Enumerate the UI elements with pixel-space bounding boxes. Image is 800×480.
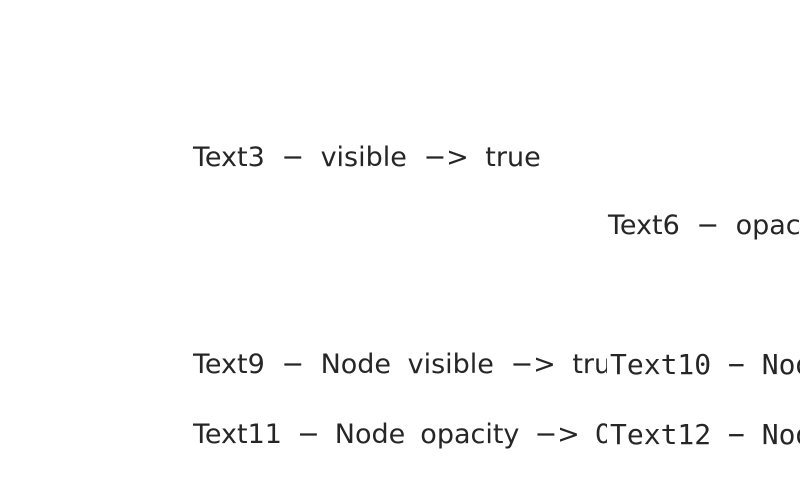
label-text11-clip-region: Text11 − Node opacity −> 0 <box>193 419 607 461</box>
label-text9: Text9 − Node visible −> tru <box>193 349 607 380</box>
label-text10: Text10 − Nod <box>607 348 800 382</box>
label-text3: Text3 − visible −> true <box>193 142 541 173</box>
label-text9-clip-region: Text9 − Node visible −> tru <box>193 349 607 391</box>
label-text6: Text6 − opac <box>608 210 800 241</box>
label-text11: Text11 − Node opacity −> 0 <box>193 419 607 450</box>
label-text12: Text12 − Nod <box>607 418 800 452</box>
